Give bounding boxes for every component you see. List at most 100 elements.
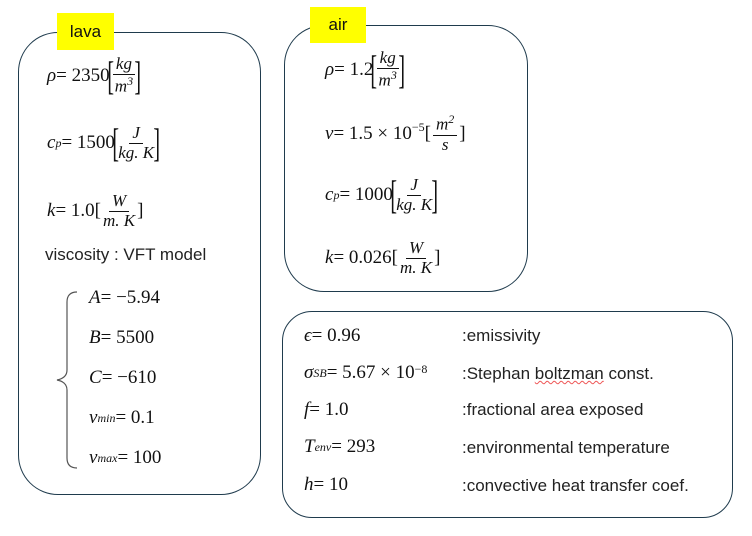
constants-box <box>282 311 733 518</box>
symbol: h <box>304 474 314 495</box>
air-label: air <box>310 7 366 43</box>
unit-num: W <box>405 238 427 259</box>
unit-den: m <box>114 76 128 96</box>
subscript: min <box>97 410 116 425</box>
bracket: [ <box>106 53 114 98</box>
unit-exp: 2 <box>448 112 455 127</box>
symbol: f <box>304 399 310 420</box>
value: = −610 <box>101 367 157 388</box>
unit-den: m <box>378 70 391 90</box>
value: = 1.2 <box>334 59 374 80</box>
lava-box <box>18 32 261 495</box>
const-fractional-area-desc: :fractional area exposed <box>462 400 644 419</box>
unit-num: kg <box>376 49 399 70</box>
const-convective-coef: h = 10 <box>304 474 348 496</box>
value: = 2350 <box>56 65 110 86</box>
symbol: ν <box>89 447 98 468</box>
symbol: ν <box>325 123 334 144</box>
const-env-temperature-desc: :environmental temperature <box>462 438 670 457</box>
value: = 1.0[ <box>55 200 101 221</box>
symbol: σ <box>304 362 314 383</box>
unit-den: m. K <box>399 257 433 277</box>
unit-num: kg <box>112 55 135 76</box>
const-emissivity-desc: :emissivity <box>462 326 541 345</box>
desc-part: const. <box>603 364 654 383</box>
symbol: k <box>47 200 56 221</box>
const-convective-coef-desc: :convective heat transfer coef. <box>462 476 689 495</box>
unit-den: kg. K <box>396 194 433 214</box>
bracket: ] <box>137 200 144 221</box>
value: = −5.94 <box>100 287 161 308</box>
value: = 100 <box>117 447 162 468</box>
bracket: ] <box>459 123 466 144</box>
symbol: ν <box>89 407 98 428</box>
symbol: ρ <box>47 65 57 86</box>
vft-B: B = 5500 <box>89 327 154 349</box>
value: = 1500 <box>61 132 115 153</box>
symbol: C <box>89 367 102 388</box>
bracket: ] <box>398 47 405 92</box>
bracket: [ <box>112 120 119 165</box>
exponent: −8 <box>414 362 428 376</box>
const-fractional-area: f = 1.0 <box>304 399 349 421</box>
brace-icon <box>56 291 78 469</box>
unit-num: J <box>407 175 421 196</box>
unit-den: m. K <box>102 210 136 230</box>
unit-exp: 3 <box>127 74 134 89</box>
unit-exp: 3 <box>390 68 397 83</box>
subscript: env <box>314 439 332 454</box>
subscript: max <box>97 450 118 465</box>
viscosity-label: viscosity : VFT model <box>45 245 207 264</box>
air-box <box>284 25 528 292</box>
subscript: p <box>55 135 62 150</box>
value: = 0.96 <box>311 325 361 346</box>
value: = 5.67 × 10 <box>326 362 415 383</box>
symbol: c <box>47 132 56 153</box>
symbol: B <box>89 327 101 348</box>
subscript: SB <box>313 365 327 380</box>
desc-part: :Stephan <box>462 364 535 383</box>
bracket: ] <box>431 172 439 217</box>
bracket: [ <box>424 123 431 144</box>
bracket: [ <box>370 47 378 92</box>
const-emissivity: ϵ = 0.96 <box>304 325 360 347</box>
value: = 1.5 × 10 <box>333 123 412 144</box>
bracket: ] <box>434 247 441 268</box>
bracket: ] <box>153 120 161 165</box>
exponent: −5 <box>411 120 425 134</box>
value: = 10 <box>313 474 348 495</box>
const-stefan-boltzmann-desc: :Stephan boltzman const. <box>462 364 654 384</box>
symbol: k <box>325 247 334 268</box>
value: = 0.026[ <box>333 247 398 268</box>
unit-num: m <box>435 115 449 135</box>
value: = 293 <box>331 436 376 457</box>
value: = 5500 <box>100 327 155 348</box>
air-kinematic-viscosity: ν = 1.5 × 10−5[ m2 s] <box>325 110 466 158</box>
symbol: c <box>325 184 334 205</box>
bracket: ] <box>134 53 141 98</box>
bracket: [ <box>390 172 397 217</box>
value: = 0.1 <box>115 407 155 428</box>
symbol: ρ <box>325 59 335 80</box>
vft-A: A = −5.94 <box>89 287 160 309</box>
value: = 1.0 <box>309 399 349 420</box>
symbol: ϵ <box>304 325 312 346</box>
unit-num: W <box>108 191 130 212</box>
spellcheck-word: boltzman <box>534 364 604 383</box>
subscript: p <box>333 187 340 202</box>
symbol: A <box>89 287 101 308</box>
unit-den: s <box>441 134 449 154</box>
vft-C: C = −610 <box>89 367 156 389</box>
value: = 1000 <box>339 184 393 205</box>
symbol: T <box>304 436 315 457</box>
